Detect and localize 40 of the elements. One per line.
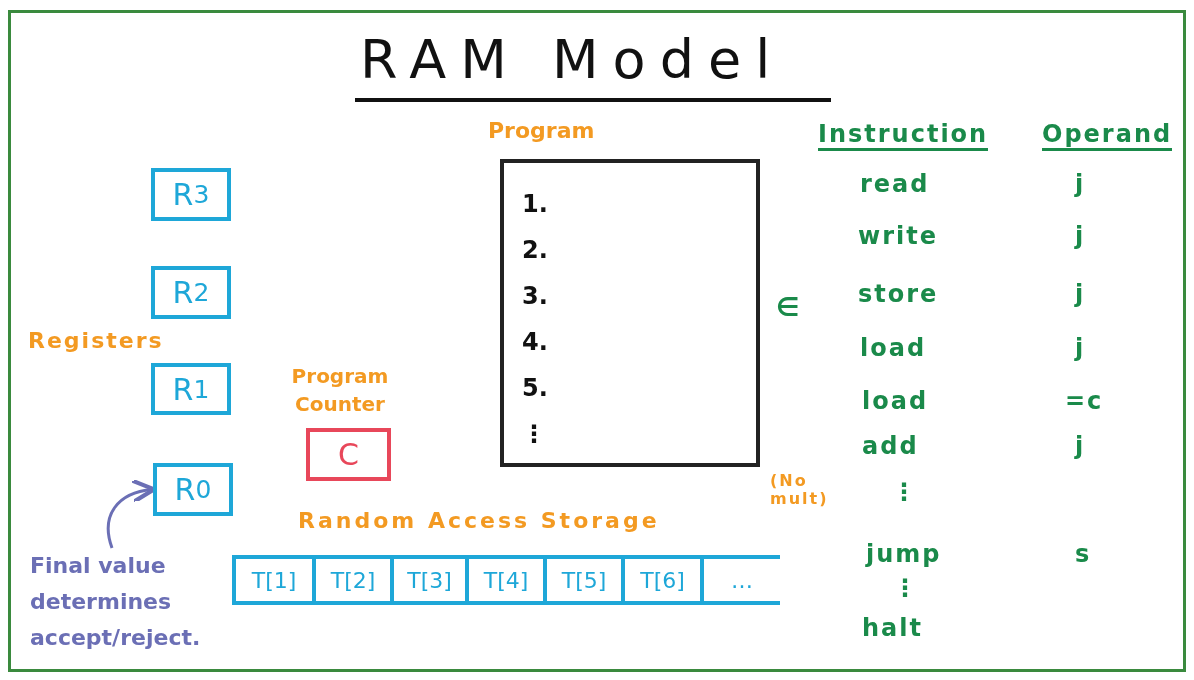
storage-cell: T[4] <box>465 555 543 605</box>
label: jump <box>866 540 942 568</box>
storage-cell: T[5] <box>543 555 621 605</box>
line-number: 3. <box>522 281 549 312</box>
label: halt <box>862 614 923 642</box>
label: s <box>1075 540 1092 568</box>
label: ⋮ <box>892 478 918 506</box>
note: (No mult) <box>770 472 830 508</box>
line-number: ⋮ <box>522 419 547 450</box>
label: ⋮ <box>893 574 919 602</box>
label: =c <box>1065 387 1104 415</box>
ellipsis-cell: … <box>700 555 780 605</box>
label: load <box>860 334 927 362</box>
element-symbol: ∈ <box>776 292 802 322</box>
label: add <box>862 432 919 460</box>
storage-cell: T[2] <box>312 555 390 605</box>
line-number: 2. <box>522 235 549 266</box>
heading: Random Access Storage <box>298 508 660 533</box>
heading: Program <box>488 118 596 143</box>
counter-box: C <box>306 428 391 481</box>
line-number: 5. <box>522 373 549 404</box>
label: load <box>862 387 929 415</box>
label: j <box>1075 334 1086 362</box>
storage-cell: T[6] <box>621 555 700 605</box>
label: j <box>1075 170 1086 198</box>
storage-cell: T[1] <box>232 555 312 605</box>
label: read <box>860 170 930 198</box>
label: Registers <box>28 328 164 353</box>
storage-cell: T[3] <box>390 555 465 605</box>
column-header: Instruction <box>818 120 989 151</box>
label: write <box>858 222 938 250</box>
line-number: 1. <box>522 189 549 220</box>
heading: Program Counter <box>290 363 390 418</box>
label: j <box>1075 432 1086 460</box>
label: store <box>858 280 939 308</box>
column-header: Operand <box>1042 120 1173 151</box>
label: j <box>1075 280 1086 308</box>
label: j <box>1075 222 1086 250</box>
title: RAM Model <box>360 28 785 91</box>
line-number: 4. <box>522 327 549 358</box>
